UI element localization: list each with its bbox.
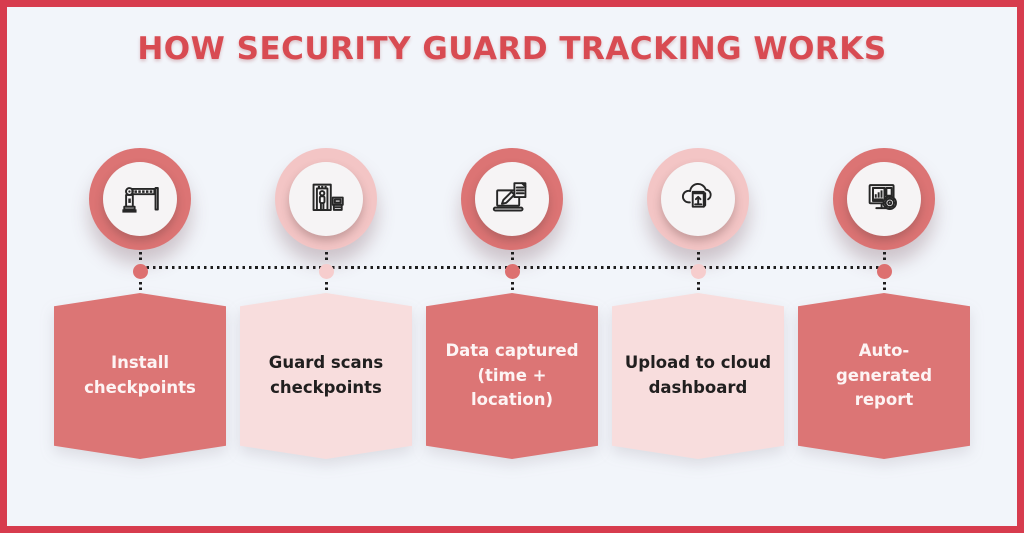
step-auto-generated-report: Auto- generated report	[798, 148, 970, 459]
timeline-node-dot	[690, 264, 706, 279]
step-upload-to-cloud: Upload to cloud dashboard	[612, 148, 784, 459]
cloud-upload-icon	[682, 183, 712, 208]
step-circle	[275, 148, 377, 250]
step-circle	[461, 148, 563, 250]
security-scanner-icon	[312, 183, 344, 211]
page-title: HOW SECURITY GUARD TRACKING WORKS	[137, 31, 887, 67]
step-banner-label: Install checkpoints	[54, 293, 226, 459]
barrier-gate-icon	[122, 187, 159, 213]
step-data-captured: Data captured (time + location)	[426, 148, 598, 459]
step-install-checkpoints: Install checkpoints	[54, 148, 226, 459]
connector-dots-bottom	[324, 282, 328, 293]
connector-dots-bottom	[138, 282, 142, 293]
timeline-node-dot	[504, 264, 520, 279]
step-circle	[89, 148, 191, 250]
connector-dots-top	[510, 252, 514, 263]
connector-dots-bottom	[510, 282, 514, 293]
connector-dots-top	[696, 252, 700, 263]
connector-dots-bottom	[696, 282, 700, 293]
step-banner-label: Auto- generated report	[798, 293, 970, 459]
connector-dots-top	[324, 252, 328, 263]
step-banner-label: Data captured (time + location)	[426, 293, 598, 459]
timeline-node-dot	[132, 264, 148, 279]
connector-dots-top	[138, 252, 142, 263]
step-banner-label: Guard scans checkpoints	[240, 293, 412, 459]
timeline-node-dot	[876, 264, 892, 279]
connector-dots-bottom	[882, 282, 886, 293]
laptop-data-entry-icon	[492, 182, 527, 212]
step-circle	[833, 148, 935, 250]
timeline-node-dot	[318, 264, 334, 279]
steps-row: Install checkpoints	[0, 148, 1024, 459]
step-banner-label: Upload to cloud dashboard	[612, 293, 784, 459]
step-circle	[647, 148, 749, 250]
report-gear-icon	[868, 184, 897, 211]
connector-dots-top	[882, 252, 886, 263]
step-guard-scans-checkpoints: Guard scans checkpoints	[240, 148, 412, 459]
